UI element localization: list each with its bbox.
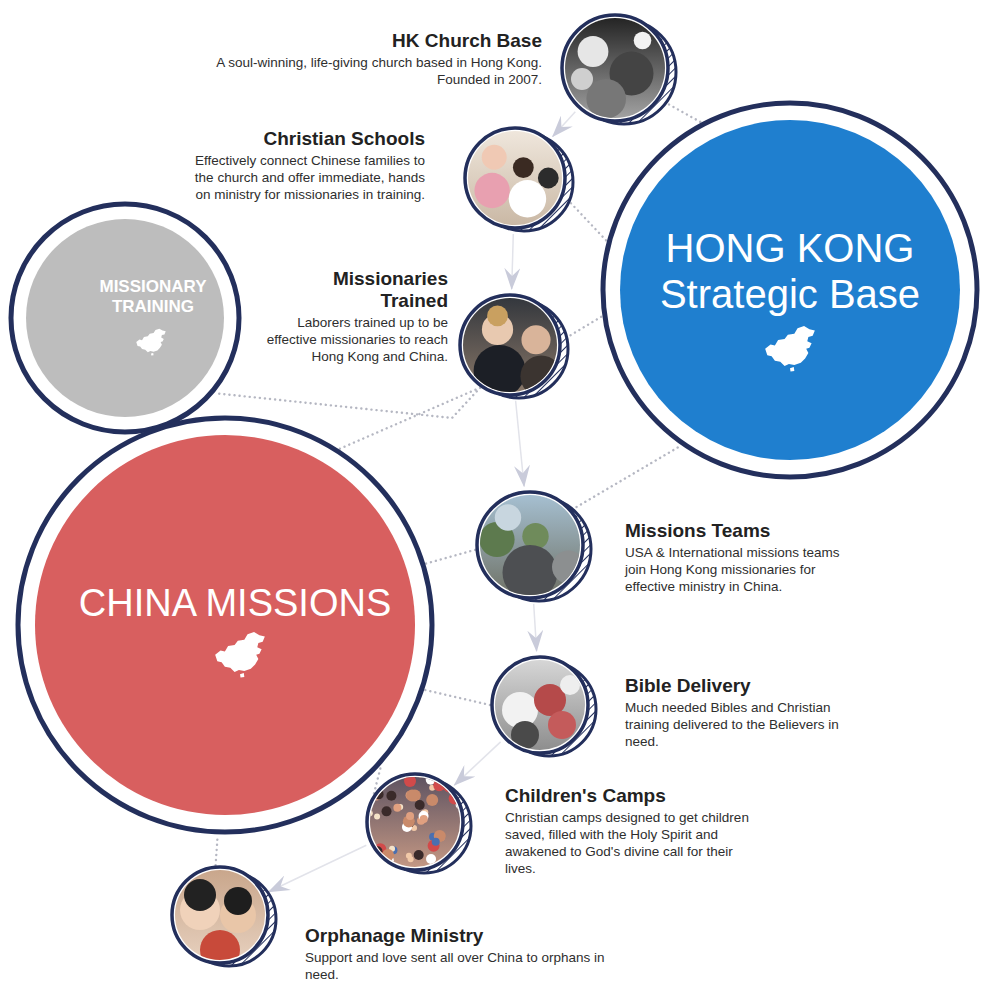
node-heading: HK Church Base bbox=[212, 30, 542, 52]
outer-ring bbox=[603, 103, 977, 477]
photo bbox=[490, 655, 590, 755]
china-map-icon bbox=[215, 632, 265, 677]
circle-outline bbox=[490, 655, 590, 755]
outer-ring bbox=[18, 418, 432, 832]
photo-circle: HK Church BaseA soul-winning, life-givin… bbox=[560, 13, 670, 123]
dotted-connector bbox=[216, 835, 218, 865]
outer-ring bbox=[11, 204, 239, 432]
node-heading: Missions Teams bbox=[625, 520, 850, 542]
photo-circle: Children's CampsChristian camps designed… bbox=[365, 772, 465, 872]
chevron-arrow bbox=[512, 234, 514, 289]
node-description: USA & International missions teams join … bbox=[625, 544, 850, 595]
region-title: HONG KONG Strategic Base bbox=[645, 225, 935, 317]
node-description: Effectively connect Chinese families to … bbox=[190, 152, 425, 203]
dotted-connector bbox=[339, 388, 480, 449]
circle-fill bbox=[26, 219, 224, 417]
node-heading: Missionaries Trained bbox=[298, 268, 448, 312]
photo bbox=[170, 865, 270, 970]
circle-outline bbox=[170, 865, 270, 965]
region-circle: HONG KONG Strategic Base bbox=[600, 100, 980, 480]
circle-outline bbox=[8, 201, 242, 435]
photo bbox=[458, 293, 562, 397]
photo bbox=[463, 126, 567, 230]
chevron-arrow bbox=[269, 845, 367, 892]
circle-outline bbox=[15, 415, 435, 835]
circle-outline bbox=[463, 126, 567, 230]
region-circle: CHINA MISSIONS bbox=[15, 415, 435, 835]
photo-circle: Missions TeamsUSA & International missio… bbox=[475, 490, 585, 600]
region-circle: MISSIONARY TRAINING bbox=[8, 201, 242, 435]
dotted-connector bbox=[215, 388, 481, 418]
chevron-arrow bbox=[516, 401, 525, 487]
chevron-arrow bbox=[454, 742, 500, 785]
china-map-icon bbox=[136, 329, 165, 356]
photo-circle: Missionaries TrainedLaborers trained up … bbox=[458, 293, 562, 397]
text-block: HK Church BaseA soul-winning, life-givin… bbox=[212, 30, 542, 88]
circle-fill bbox=[620, 120, 960, 460]
china-map-icon bbox=[765, 326, 815, 371]
node-description: Support and love sent all over China to … bbox=[305, 949, 635, 983]
node-description: Much needed Bibles and Christian trainin… bbox=[625, 699, 865, 750]
photo bbox=[560, 13, 670, 123]
node-description: Christian camps designed to get children… bbox=[505, 809, 760, 877]
text-block: Christian SchoolsEffectively connect Chi… bbox=[190, 128, 425, 203]
text-block: Missionaries TrainedLaborers trained up … bbox=[258, 268, 448, 365]
photo-circle: Orphanage MinistrySupport and love sent … bbox=[170, 865, 270, 965]
chevron-arrow bbox=[534, 604, 537, 651]
region-title: MISSIONARY TRAINING bbox=[89, 277, 217, 316]
text-block: Missions TeamsUSA & International missio… bbox=[625, 520, 850, 595]
dotted-connector bbox=[426, 550, 475, 564]
dotted-connector bbox=[572, 446, 681, 510]
circle-outline bbox=[365, 772, 465, 872]
chevron-arrow bbox=[553, 112, 576, 137]
node-heading: Christian Schools bbox=[190, 128, 425, 150]
photo-circle: Bible DeliveryMuch needed Bibles and Chr… bbox=[490, 655, 590, 755]
photo bbox=[475, 490, 585, 600]
node-description: A soul-winning, life-giving church based… bbox=[212, 54, 542, 88]
dotted-connector bbox=[564, 196, 607, 241]
region-title: CHINA MISSIONS bbox=[50, 582, 420, 626]
text-block: Bible DeliveryMuch needed Bibles and Chr… bbox=[625, 675, 865, 750]
node-heading: Children's Camps bbox=[505, 785, 760, 807]
node-heading: Bible Delivery bbox=[625, 675, 865, 697]
photo bbox=[362, 770, 466, 877]
photo-circle: Christian SchoolsEffectively connect Chi… bbox=[463, 126, 567, 230]
circle-outline bbox=[458, 293, 562, 397]
circle-outline bbox=[475, 490, 585, 600]
circle-outline bbox=[560, 13, 670, 123]
text-block: Children's CampsChristian camps designed… bbox=[505, 785, 760, 877]
circle-fill bbox=[35, 435, 415, 815]
text-block: Orphanage MinistrySupport and love sent … bbox=[305, 925, 635, 983]
node-description: Laborers trained up to be effective miss… bbox=[258, 314, 448, 365]
node-heading: Orphanage Ministry bbox=[305, 925, 635, 947]
dotted-connector bbox=[425, 690, 490, 705]
